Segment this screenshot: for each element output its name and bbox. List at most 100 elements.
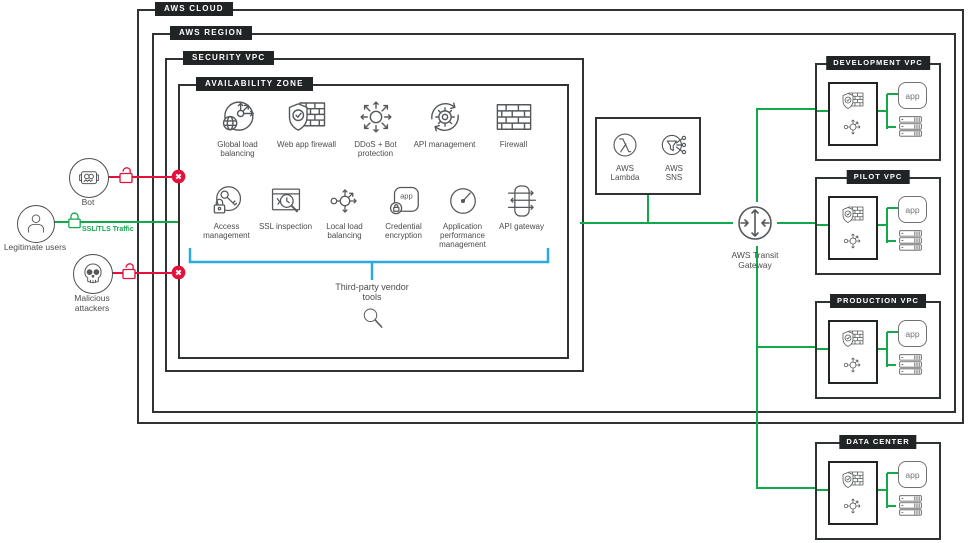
gateway-trunk-down	[756, 246, 759, 489]
firewall-icon	[493, 96, 535, 138]
aws-region-badge: AWS REGION	[170, 26, 253, 40]
gateway-to-pilot-line	[777, 222, 815, 225]
production-vpc-box: PRODUCTION VPC app	[815, 294, 941, 399]
vpc-server-stub	[887, 126, 896, 129]
skull-icon	[78, 259, 108, 289]
vpc-entry-line	[817, 348, 828, 351]
app-box: app	[898, 82, 927, 109]
tool-label: SSL inspection	[258, 222, 313, 231]
open-lock-icon	[120, 261, 138, 281]
access-management-icon	[208, 182, 246, 220]
lambda-sns-box: AWS Lambda AWS SNS	[595, 117, 701, 195]
vpc-entry-line	[817, 110, 828, 113]
apm-icon	[444, 182, 482, 220]
vpc-split-line	[886, 332, 889, 367]
tool-credential-encryption: Credential encryption	[374, 182, 433, 250]
closed-lock-icon	[66, 211, 83, 230]
tool-label: API management	[413, 140, 476, 149]
vpc-split-line	[886, 473, 889, 508]
branch-development	[757, 108, 815, 111]
bot-avatar	[69, 158, 109, 198]
vpc-app-stub	[887, 331, 898, 334]
data-center-badge: DATA CENTER	[839, 435, 917, 449]
app-box: app	[898, 320, 927, 347]
servers-icon	[895, 352, 926, 378]
servers-icon	[895, 228, 926, 254]
vpc-mid-line	[874, 224, 887, 227]
service-label: AWS Lambda	[610, 164, 640, 182]
tool-label: DDoS + Bot protection	[354, 140, 397, 158]
data-center-box: DATA CENTER app	[815, 435, 941, 540]
vpc-server-stub	[887, 505, 896, 508]
vpc-split-line	[886, 208, 889, 243]
vpc-security-appliance	[828, 461, 878, 525]
credential-encryption-icon	[385, 182, 423, 220]
firewall-shield-icon	[840, 89, 866, 113]
vpc-app-stub	[887, 472, 898, 475]
vpc-mid-line	[874, 110, 887, 113]
tool-label: Application performance management	[439, 222, 486, 249]
security-tools-row-2: Access management SSL inspection Local l…	[197, 182, 551, 250]
vpc-security-appliance	[828, 320, 878, 384]
tool-application-performance-management: Application performance management	[433, 182, 492, 250]
vpc-server-stub	[887, 240, 896, 243]
tool-api-gateway: API gateway	[492, 182, 551, 250]
aws-sns-icon	[657, 128, 691, 162]
load-balancer-icon	[840, 115, 866, 139]
allowed-traffic-line-left	[53, 221, 178, 224]
tool-label: Local load balancing	[326, 222, 363, 240]
tool-ddos-bot-protection: DDoS + Bot protection	[341, 96, 410, 159]
servers-icon	[895, 493, 926, 519]
branch-data-center	[757, 487, 815, 490]
servers-icon	[895, 114, 926, 140]
lambda-connector-line	[647, 195, 650, 223]
api-management-icon	[424, 96, 466, 138]
vpc-entry-line	[817, 489, 828, 492]
aws-cloud-badge: AWS CLOUD	[155, 2, 233, 16]
web-app-firewall-icon	[286, 96, 328, 138]
vpc-mid-line	[874, 348, 887, 351]
blocked-traffic-line-bot	[106, 176, 178, 179]
api-gateway-icon	[503, 182, 541, 220]
branch-production	[757, 346, 815, 349]
development-vpc-badge: DEVELOPMENT VPC	[826, 56, 930, 70]
vpc-split-line	[886, 94, 889, 129]
load-balancer-icon	[840, 229, 866, 253]
malicious-attackers-avatar	[73, 254, 113, 294]
blocked-x-icon	[171, 169, 186, 184]
security-vpc-badge: SECURITY VPC	[183, 51, 275, 65]
app-box: app	[898, 196, 927, 223]
vpc-mid-line	[874, 489, 887, 492]
aws-lambda-service: AWS Lambda	[604, 128, 646, 193]
firewall-shield-icon	[840, 468, 866, 492]
tool-access-management: Access management	[197, 182, 256, 250]
tool-firewall: Firewall	[479, 96, 548, 159]
aws-cloud-box	[137, 9, 964, 424]
development-vpc-box: DEVELOPMENT VPC app	[815, 56, 941, 161]
availability-zone-box	[178, 84, 569, 359]
production-vpc-badge: PRODUCTION VPC	[830, 294, 926, 308]
vpc-entry-line	[817, 224, 828, 227]
aws-lambda-icon	[608, 128, 642, 162]
ssl-inspection-icon	[267, 182, 305, 220]
vpc-security-appliance	[828, 196, 878, 260]
firewall-shield-icon	[840, 203, 866, 227]
vpc-app-stub	[887, 207, 898, 210]
load-balancer-icon	[840, 353, 866, 377]
tool-api-management: API management	[410, 96, 479, 159]
tool-web-app-firewall: Web app firewall	[272, 96, 341, 159]
open-lock-icon	[117, 165, 135, 185]
local-load-balancing-icon	[326, 182, 364, 220]
security-tools-row-1: Global load balancing Web app firewall D…	[203, 96, 548, 159]
pilot-vpc-box: PILOT VPC app	[815, 170, 941, 275]
tool-label: Global load balancing	[217, 140, 258, 158]
app-box: app	[898, 461, 927, 488]
tool-label: Credential encryption	[385, 222, 422, 240]
gateway-trunk-up	[756, 108, 759, 202]
malicious-attackers-label: Malicious attackers	[74, 293, 110, 313]
tool-label: Firewall	[499, 140, 528, 149]
service-label: AWS SNS	[665, 164, 683, 182]
aws-sns-service: AWS SNS	[656, 128, 692, 193]
vpc-security-appliance	[828, 82, 878, 146]
